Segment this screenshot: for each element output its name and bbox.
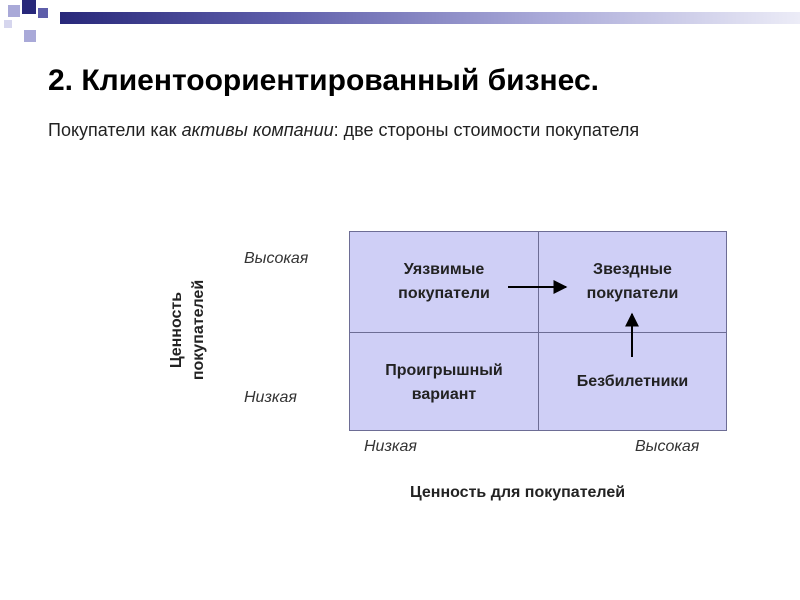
cell-star-customers: Звездные покупатели [538, 231, 727, 333]
slide-header-decoration [0, 0, 800, 50]
decor-square [4, 20, 12, 28]
decor-square [22, 0, 36, 14]
decor-square [8, 5, 20, 17]
value-matrix: Уязвимые покупатели Звездные покупатели … [349, 231, 727, 431]
x-tick-low: Низкая [364, 438, 417, 455]
x-tick-high: Высокая [635, 438, 700, 455]
y-tick-high: Высокая [244, 250, 309, 267]
slide-title: 2. Клиентоориентированный бизнес. [48, 64, 599, 97]
subtitle-text-rest: : две стороны стоимости покупателя [333, 120, 640, 140]
subtitle-italic-text: активы компании [181, 120, 334, 140]
cell-label-line: Звездные [593, 261, 672, 278]
x-axis-title: Ценность для покупателей [410, 484, 626, 501]
cell-losing-option: Проигрышный вариант [349, 332, 539, 431]
cell-label-line: Безбилетники [576, 372, 689, 390]
decorative-squares [0, 0, 60, 50]
y-axis-title-line: Ценность [168, 291, 185, 369]
cell-label-line: покупатели [586, 285, 679, 302]
slide-subtitle: Покупатели как активы компании: две стор… [48, 115, 748, 146]
header-gradient-bar [60, 12, 800, 24]
cell-label-line: покупатели [398, 285, 490, 302]
cell-vulnerable-customers: Уязвимые покупатели [349, 231, 539, 333]
decor-square [24, 30, 36, 42]
subtitle-text: Покупатели как [48, 120, 182, 140]
y-axis-title-line: покупателей [190, 279, 207, 381]
decor-square [38, 8, 48, 18]
cell-free-riders: Безбилетники [538, 332, 727, 431]
cell-label-line: вариант [411, 385, 477, 403]
cell-label-line: Уязвимые [403, 261, 485, 278]
cell-label-line: Проигрышный [385, 361, 503, 379]
y-tick-low: Низкая [244, 389, 297, 406]
